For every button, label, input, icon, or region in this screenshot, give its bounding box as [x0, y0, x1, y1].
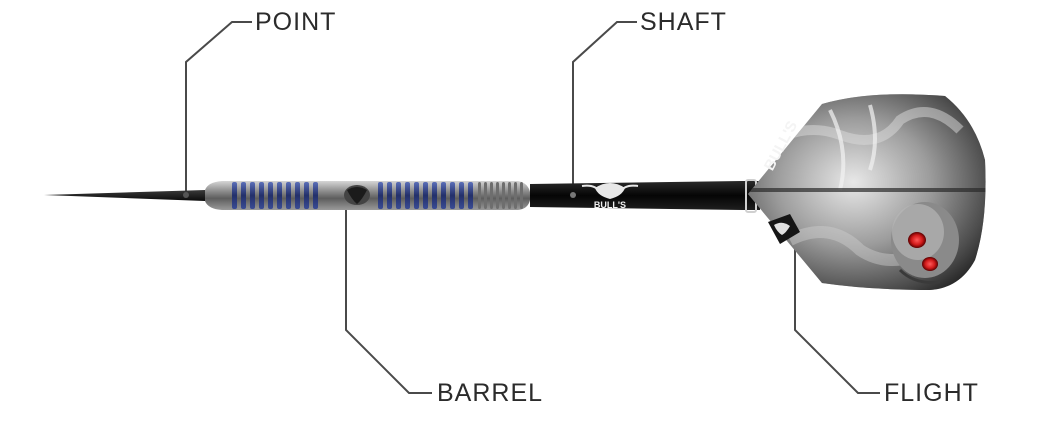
barrel-ring — [414, 182, 419, 209]
dart-point — [44, 190, 205, 201]
barrel-ring — [502, 182, 505, 209]
point-leader-line — [185, 21, 252, 195]
barrel-ring — [232, 182, 237, 209]
shaft-label: SHAFT — [640, 8, 727, 36]
barrel-grip-rings-front — [232, 182, 318, 209]
barrel-ring — [313, 182, 318, 209]
barrel-ring — [478, 182, 481, 209]
barrel-ring — [432, 182, 437, 209]
barrel-ring — [268, 182, 273, 209]
flight-label: FLIGHT — [884, 379, 979, 407]
barrel-logo-emblem — [344, 185, 370, 205]
barrel-ring — [277, 182, 282, 209]
barrel-ring — [259, 182, 264, 209]
flight-bull-logo — [768, 214, 800, 244]
dart-flight: BULL'S — [748, 94, 986, 290]
barrel-ring — [468, 182, 473, 209]
shaft-bull-logo — [581, 183, 639, 199]
barrel-ring — [450, 182, 455, 209]
barrel-ring — [508, 182, 511, 209]
barrel-ring — [304, 182, 309, 209]
barrel-ring — [520, 182, 523, 209]
point-label: POINT — [255, 8, 337, 36]
barrel-ring — [459, 182, 464, 209]
barrel-ring — [496, 182, 499, 209]
barrel-rear-rings — [478, 182, 523, 209]
barrel-ring — [423, 182, 428, 209]
barrel-ring — [441, 182, 446, 209]
barrel-ring — [405, 182, 410, 209]
barrel-grip-rings-rear — [378, 182, 473, 209]
barrel-ring — [250, 182, 255, 209]
barrel-ring — [378, 182, 383, 209]
dart-shaft: BULL'S — [530, 179, 760, 213]
barrel-ring — [396, 182, 401, 209]
flight-skull-graphic — [891, 202, 959, 284]
shaft-leader-line — [572, 21, 637, 195]
dart-barrel — [205, 181, 530, 210]
barrel-ring — [387, 182, 392, 209]
barrel-leader-line — [345, 200, 432, 394]
flight-leader-line — [794, 232, 880, 394]
barrel-label: BARREL — [437, 379, 544, 407]
barrel-ring — [241, 182, 246, 209]
shaft-logo-text: BULL'S — [594, 200, 626, 210]
barrel-ring — [514, 182, 517, 209]
barrel-ring — [484, 182, 487, 209]
barrel-ring — [286, 182, 291, 209]
leader-lines — [185, 21, 880, 394]
barrel-ring — [295, 182, 300, 209]
barrel-ring — [490, 182, 493, 209]
